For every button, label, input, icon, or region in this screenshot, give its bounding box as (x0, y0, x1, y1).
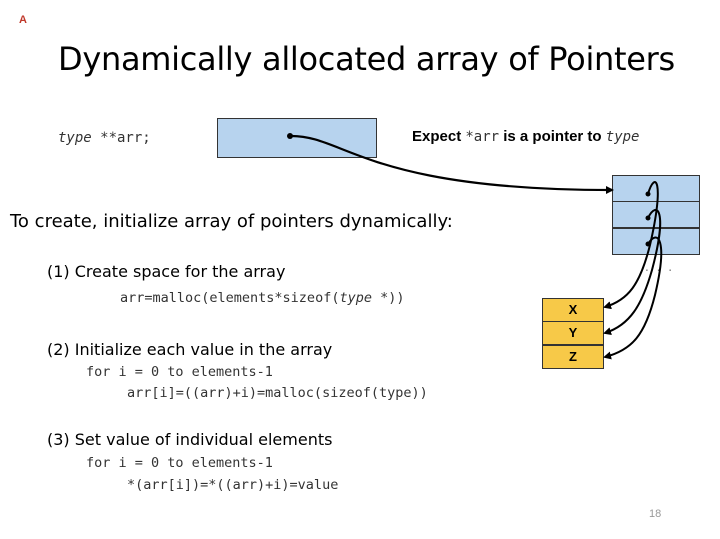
expect-mid: is a pointer to (499, 128, 606, 145)
arrow-cell-1-to-y (603, 208, 662, 335)
corner-label: A (19, 14, 27, 26)
slide-title: Dynamically allocated array of Pointers (58, 40, 675, 78)
step-1-code-type: type (339, 290, 372, 306)
step-2-code-line-1: for i = 0 to elements-1 (86, 364, 273, 380)
arrow-cell-2-to-z (603, 236, 663, 360)
expect-code: *arr (465, 129, 500, 145)
declaration-rest: **arr; (91, 130, 151, 146)
step-3-code-line-1: for i = 0 to elements-1 (86, 455, 273, 471)
expect-note: Expect *arr is a pointer to type (412, 128, 639, 145)
step-3-label: (3) Set value of individual elements (47, 430, 333, 449)
step-2-code-line-2: arr[i]=((arr)+i)=malloc(sizeof(type)) (127, 385, 428, 401)
arrow-arr-to-array (289, 134, 614, 194)
step-1-code-line-1: arr=malloc(elements*sizeof(type *)) (120, 290, 404, 306)
value-cell-z: Z (542, 345, 604, 369)
value-cell-x: X (542, 298, 604, 322)
step-1-code-after: *)) (371, 290, 405, 306)
declaration-type-word: type (58, 130, 92, 146)
value-cell-y: Y (542, 321, 604, 345)
step-1-label: (1) Create space for the array (47, 262, 286, 281)
expect-prefix: Expect (412, 128, 466, 145)
slide-number: 18 (649, 508, 662, 520)
expect-type-word: type (605, 129, 640, 145)
step-3-code-line-2: *(arr[i])=*((arr)+i)=value (127, 477, 339, 493)
section-heading: To create, initialize array of pointers … (10, 211, 453, 232)
step-2-label: (2) Initialize each value in the array (47, 340, 333, 359)
arrow-cell-0-to-x (603, 181, 659, 310)
step-1-code-before: arr=malloc(elements*sizeof( (120, 290, 340, 306)
pointer-declaration: type **arr; (58, 130, 151, 146)
